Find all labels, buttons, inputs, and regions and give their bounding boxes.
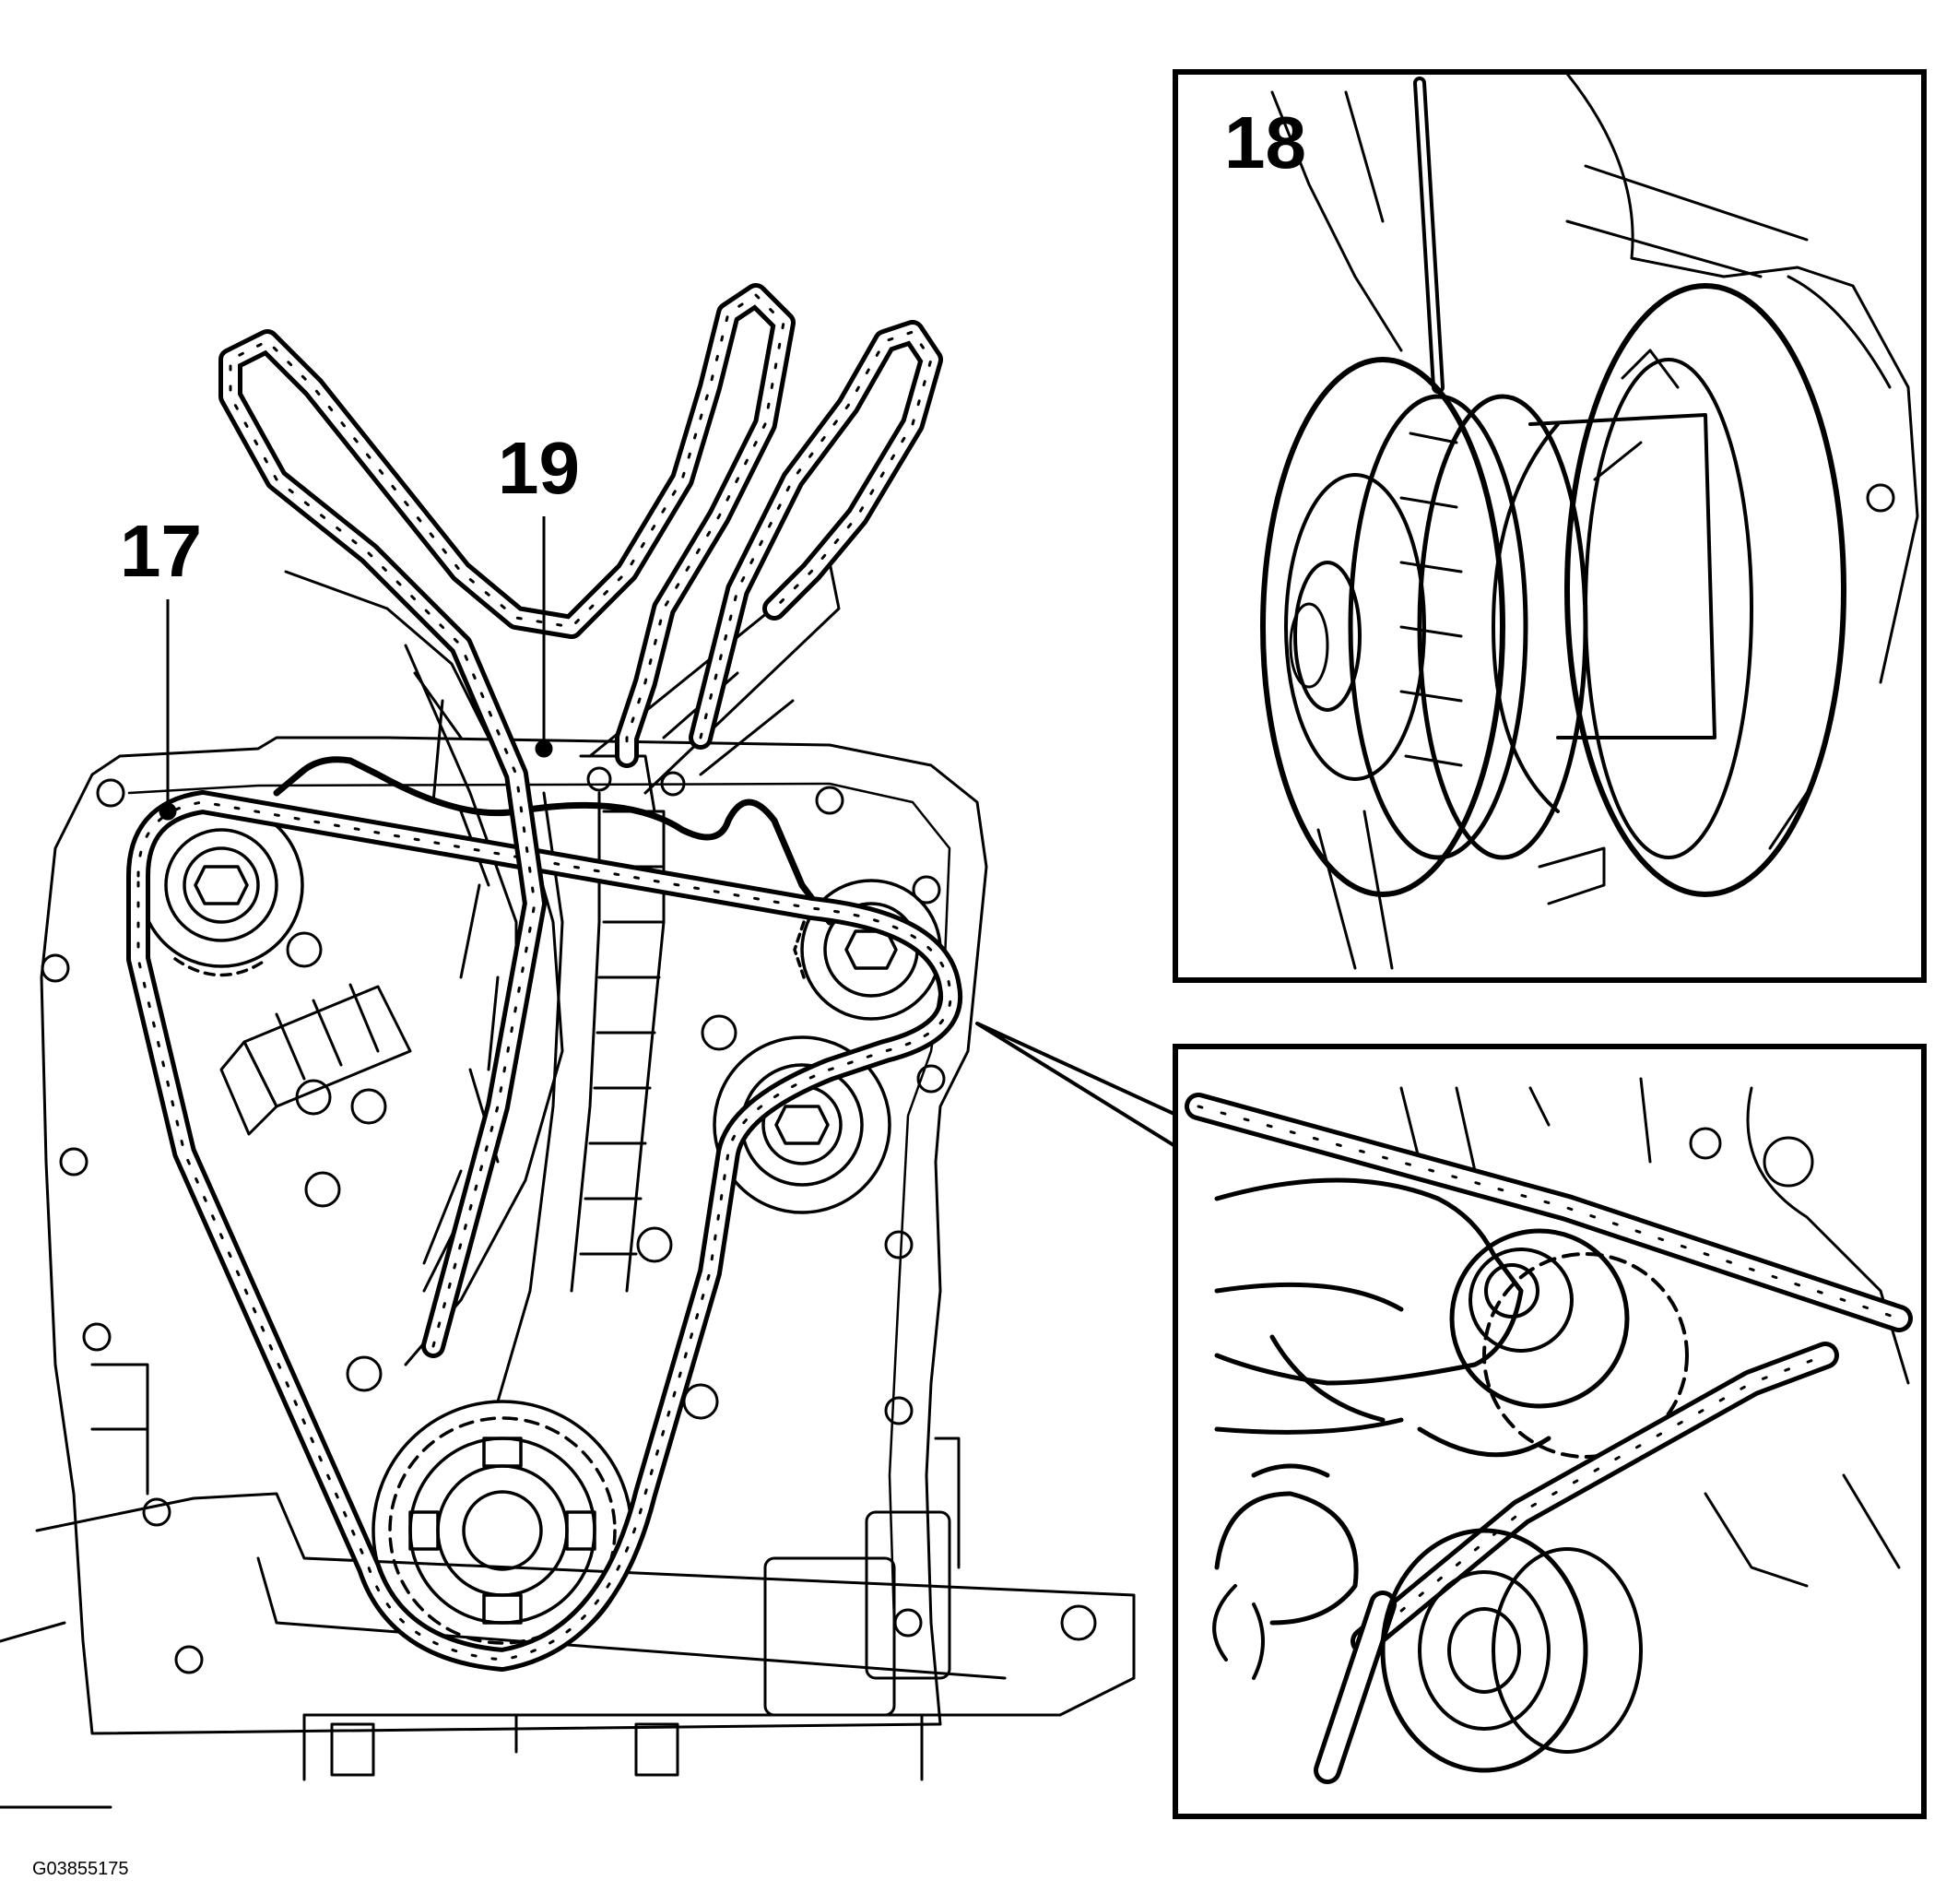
detail-panel-tensioner-hand [1173, 1044, 1927, 1819]
detail-panel-18 [1173, 69, 1927, 983]
chain-17 [126, 790, 963, 1672]
figure-id: G03855175 [32, 1859, 129, 1879]
lower-housing [0, 1363, 1136, 1809]
upper-camshaft-chains [218, 283, 943, 1358]
chain-tensioner-body [219, 931, 412, 1136]
callout-leaders [159, 516, 553, 821]
top-chain-guide-rail [273, 756, 833, 926]
callout-17: 17 [120, 510, 202, 592]
callout-18: 18 [1224, 101, 1306, 183]
detail-pointer [975, 1022, 1180, 1150]
callout-19: 19 [498, 427, 580, 509]
timing-chains [126, 283, 963, 1672]
